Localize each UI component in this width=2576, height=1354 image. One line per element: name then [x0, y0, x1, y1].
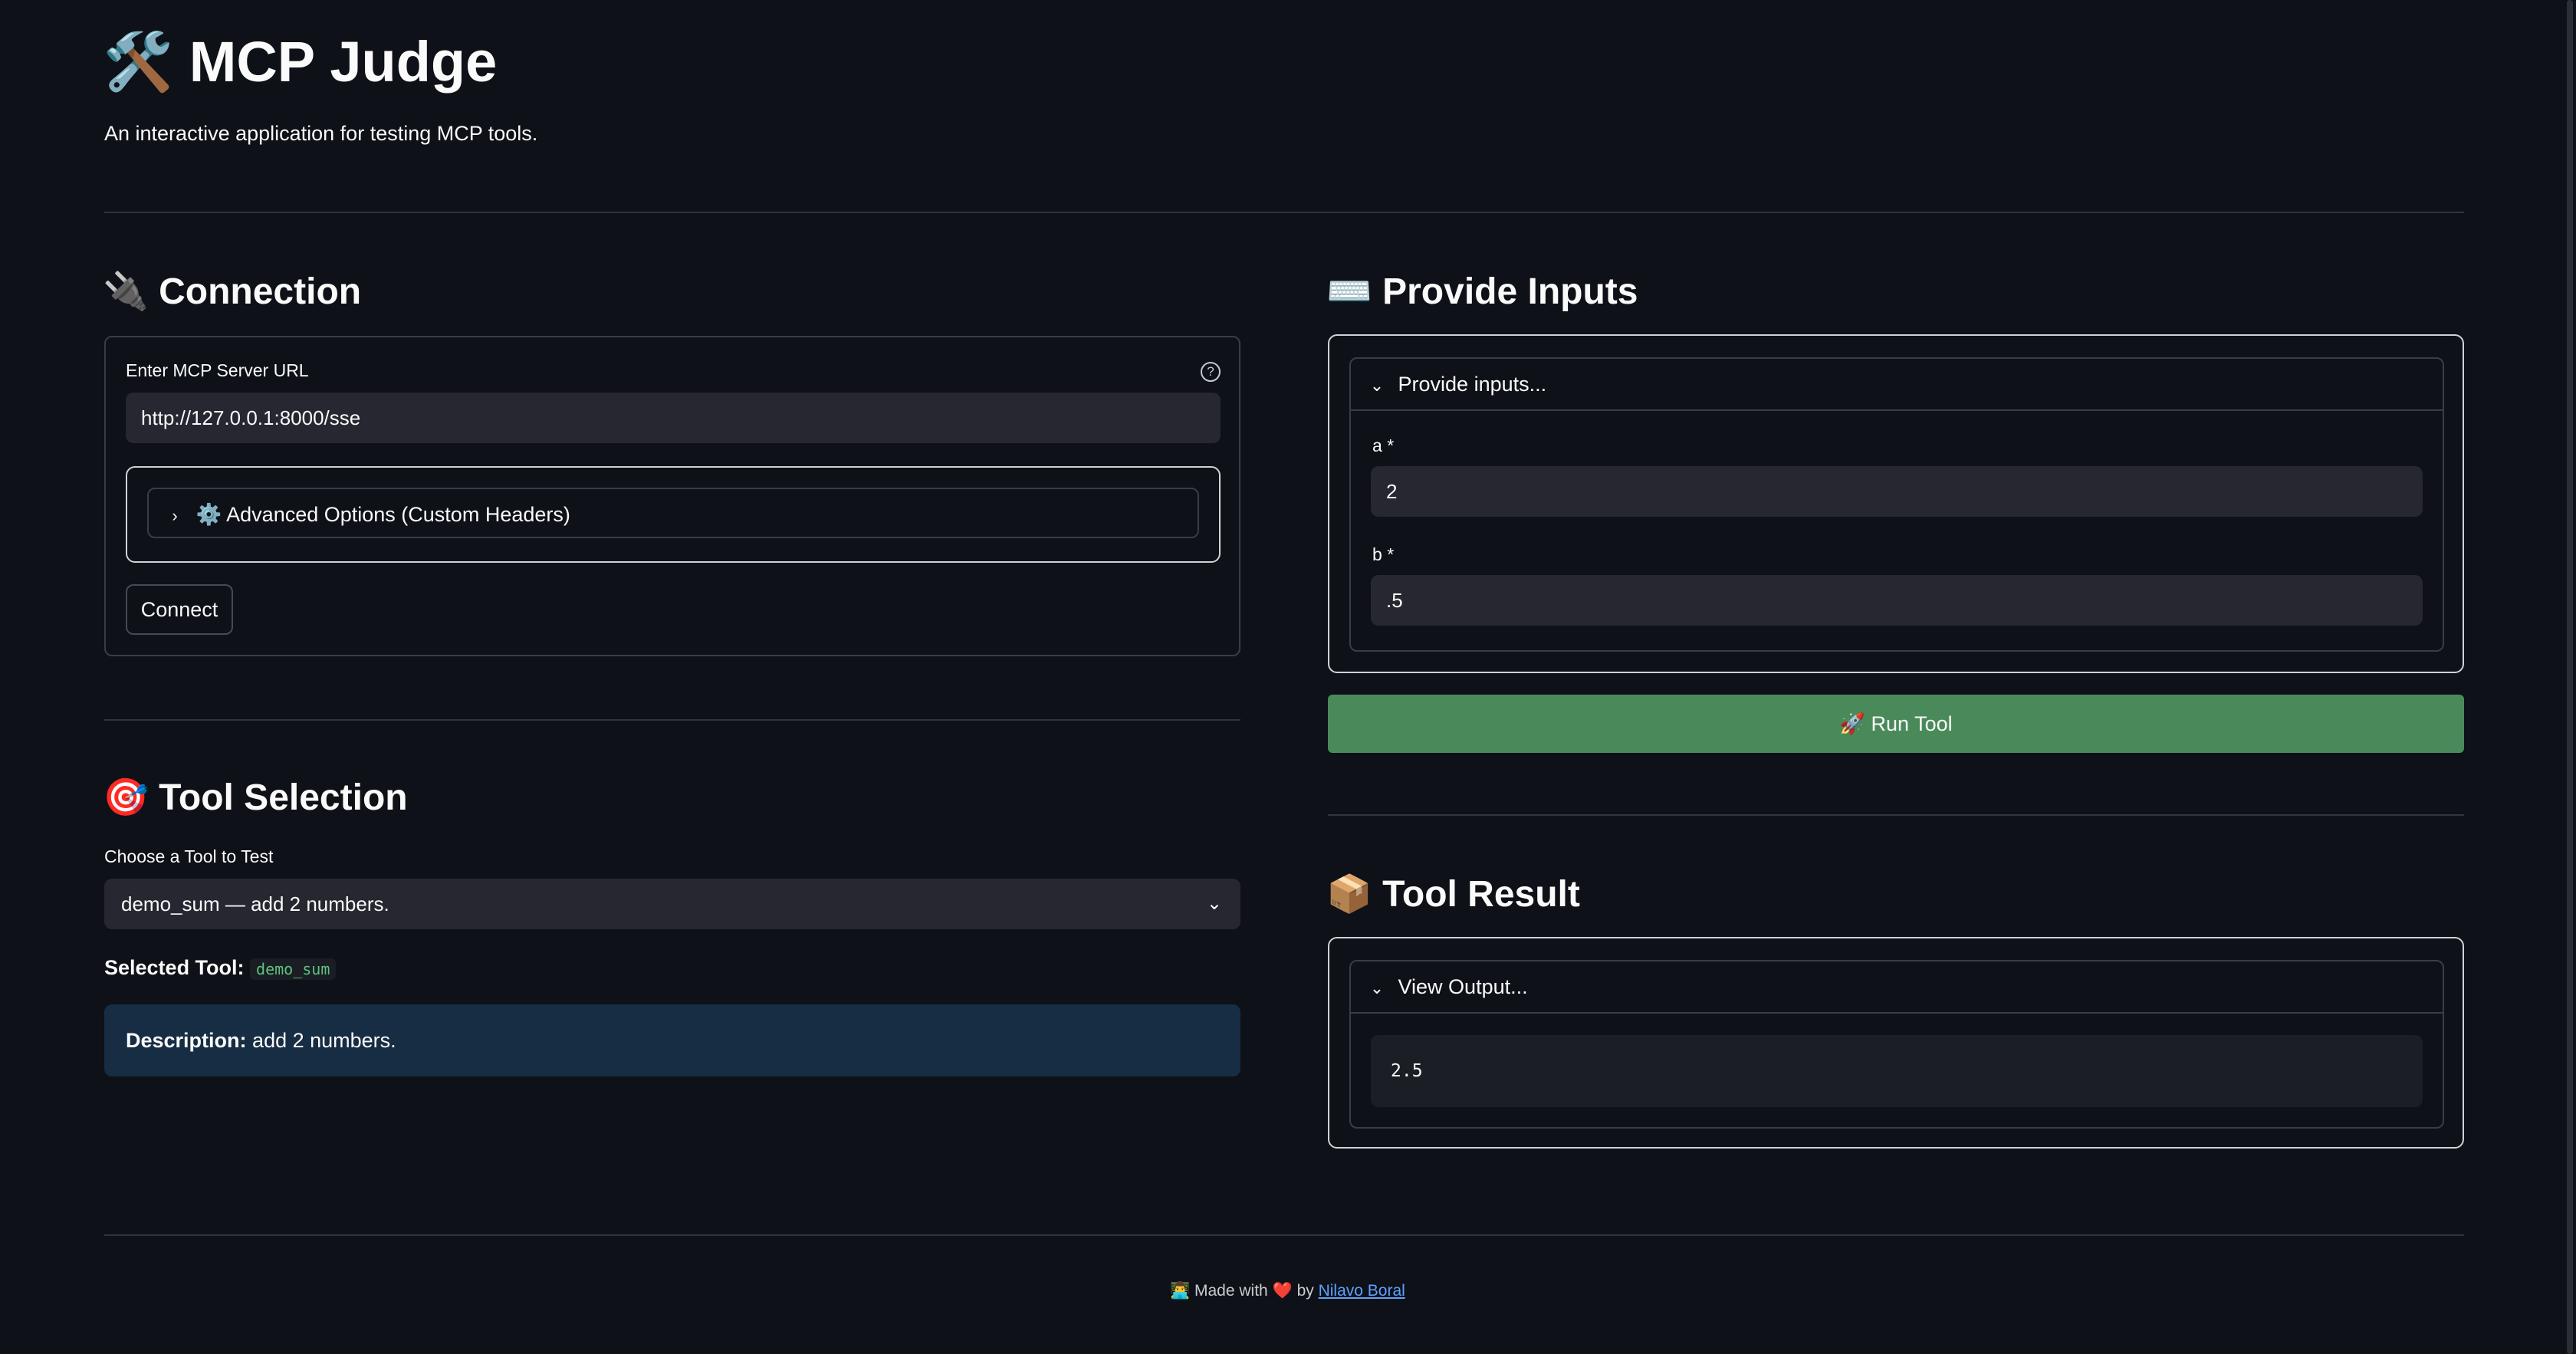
result-heading-text: Tool Result: [1382, 874, 1580, 915]
help-icon[interactable]: ?: [1201, 362, 1221, 382]
input-a-label: a *: [1372, 434, 1394, 457]
run-tool-button[interactable]: 🚀 Run Tool: [1328, 695, 2464, 753]
run-tool-label: Run Tool: [1871, 712, 1953, 735]
url-label: Enter MCP Server URL: [126, 360, 309, 380]
connection-heading-text: Connection: [159, 271, 362, 312]
app-title: 🛠️ MCP Judge: [103, 28, 497, 97]
divider: [104, 212, 2464, 213]
output-expander-header[interactable]: ⌄ View Output...: [1351, 961, 2443, 1014]
input-b-name: b: [1372, 544, 1382, 564]
selected-tool-label: Selected Tool:: [104, 956, 245, 979]
inputs-expander: ⌄ Provide inputs... a * 2 b * .5: [1349, 357, 2444, 652]
result-panel: ⌄ View Output... 2.5: [1328, 937, 2464, 1149]
hammer-wrench-icon: 🛠️: [103, 29, 174, 95]
footer: 👨‍💻 Made with ❤️ by Nilavo Boral: [1170, 1279, 1405, 1303]
connection-heading: 🔌 Connection: [103, 268, 361, 315]
input-b-label: b *: [1372, 543, 1394, 566]
advanced-options-label: Advanced Options (Custom Headers): [226, 503, 570, 526]
input-a-field[interactable]: 2: [1371, 466, 2423, 517]
connect-button[interactable]: Connect: [126, 584, 233, 635]
keyboard-icon: ⌨️: [1326, 270, 1372, 313]
description-value: add 2 numbers.: [252, 1029, 396, 1052]
heart-icon: ❤️: [1272, 1281, 1293, 1300]
tool-selection-heading: 🎯 Tool Selection: [103, 774, 408, 821]
selected-tool-code: demo_sum: [250, 958, 337, 980]
advanced-options-header[interactable]: › ⚙️ Advanced Options (Custom Headers): [159, 489, 570, 541]
app-subtitle: An interactive application for testing M…: [104, 122, 538, 145]
author-link[interactable]: Nilavo Boral: [1318, 1282, 1405, 1300]
selected-tool: Selected Tool: demo_sum: [104, 954, 337, 983]
plug-icon: 🔌: [103, 270, 149, 313]
connection-form: Enter MCP Server URL ? http://127.0.0.1:…: [104, 336, 1240, 656]
chevron-down-icon: ⌄: [1369, 376, 1385, 395]
result-heading: 📦 Tool Result: [1326, 871, 1580, 918]
gear-icon: ⚙️: [196, 503, 222, 527]
advanced-options-expander[interactable]: › ⚙️ Advanced Options (Custom Headers): [147, 488, 1199, 538]
input-b-field[interactable]: .5: [1371, 575, 2423, 626]
scrollbar[interactable]: [2567, 0, 2573, 1354]
tool-selection-heading-text: Tool Selection: [159, 777, 408, 818]
output-code-block: 2.5: [1371, 1035, 2423, 1107]
inputs-expander-header[interactable]: ⌄ Provide inputs...: [1351, 359, 2443, 411]
divider: [1328, 814, 2464, 816]
target-icon: 🎯: [103, 776, 149, 819]
chevron-right-icon: ›: [172, 506, 178, 525]
required-mark: *: [1387, 435, 1395, 455]
inputs-expander-label: Provide inputs...: [1398, 373, 1547, 396]
inputs-heading: ⌨️ Provide Inputs: [1326, 268, 1638, 315]
inputs-heading-text: Provide Inputs: [1382, 271, 1638, 312]
technologist-icon: 👨‍💻: [1170, 1281, 1191, 1300]
footer-made-with: Made with: [1194, 1282, 1268, 1300]
server-url-input[interactable]: http://127.0.0.1:8000/sse: [126, 393, 1221, 443]
app-title-text: MCP Judge: [189, 30, 498, 94]
advanced-options-container: › ⚙️ Advanced Options (Custom Headers): [126, 466, 1221, 563]
description-label: Description:: [126, 1029, 247, 1052]
tool-select-value: demo_sum — add 2 numbers.: [121, 892, 389, 915]
chevron-down-icon: ⌄: [1206, 893, 1222, 914]
output-expander-label: View Output...: [1398, 975, 1528, 998]
divider: [104, 719, 1240, 721]
input-a-name: a: [1372, 435, 1382, 455]
package-icon: 📦: [1326, 873, 1372, 915]
tool-select-label: Choose a Tool to Test: [104, 846, 274, 866]
required-mark: *: [1387, 544, 1395, 564]
rocket-icon: 🚀: [1839, 712, 1866, 736]
output-expander: ⌄ View Output... 2.5: [1349, 960, 2444, 1129]
footer-by: by: [1296, 1282, 1314, 1300]
tool-select[interactable]: demo_sum — add 2 numbers. ⌄: [104, 879, 1240, 929]
divider: [104, 1234, 2464, 1236]
chevron-down-icon: ⌄: [1369, 978, 1385, 997]
description-box: Description: add 2 numbers.: [104, 1004, 1240, 1076]
inputs-form: ⌄ Provide inputs... a * 2 b * .5: [1328, 334, 2464, 673]
